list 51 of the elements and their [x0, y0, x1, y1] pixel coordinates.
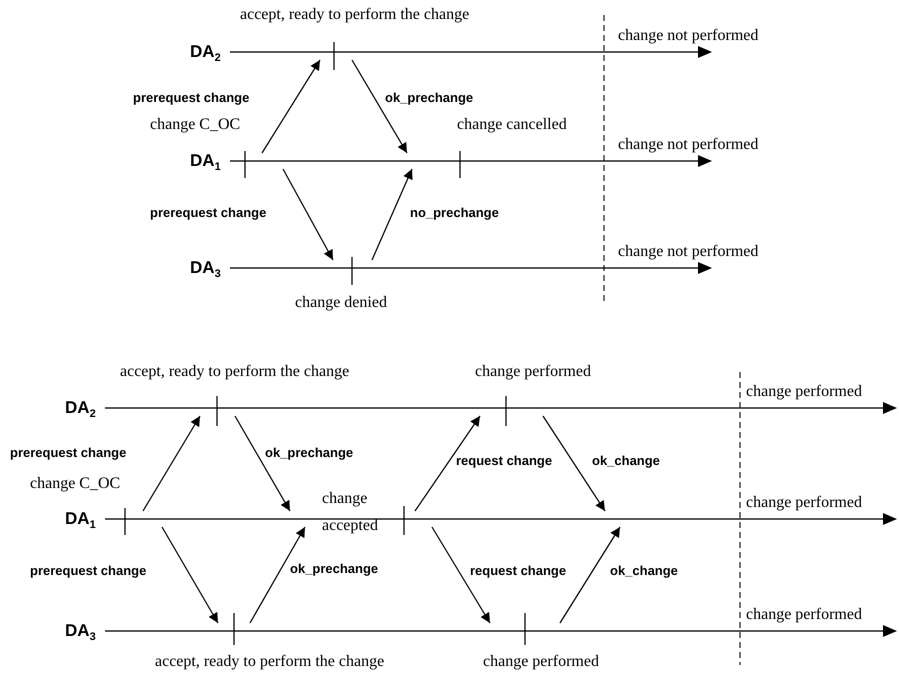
event-note: change C_OC: [30, 474, 120, 493]
message-label: ok_change: [610, 563, 678, 579]
message-label: no_prechange: [410, 205, 499, 221]
event-note: accept, ready to perform the change: [120, 362, 350, 381]
lifeline: [190, 44, 713, 60]
message-label: ok_prechange: [385, 90, 474, 106]
message-arrow: [351, 60, 408, 154]
message-arrow: [431, 526, 491, 624]
event-note: change denied: [295, 293, 387, 312]
message-label: ok_prechange: [265, 445, 354, 461]
lifeline-label: DA$_{3}$: [190, 260, 221, 276]
message-arrow: [542, 416, 606, 512]
event-note: change performed: [483, 652, 599, 671]
lifeline-label: DA$_{2}$: [190, 44, 221, 60]
lifeline-label: DA$_{1}$: [190, 153, 221, 169]
message-arrow: [560, 526, 620, 624]
message-arrow: [161, 526, 219, 624]
message-label: prerequest change: [10, 445, 126, 461]
message-arrow: [414, 416, 480, 512]
lifeline-label: DA$_{1}$: [65, 511, 96, 527]
state-label: change performed: [746, 605, 862, 624]
event-note: change accepted: [322, 489, 379, 536]
lifeline-label: DA$_{2}$: [65, 400, 96, 416]
event-note: accept, ready to perform the change: [240, 5, 470, 24]
message-label: request change: [470, 563, 566, 579]
lifeline: [190, 260, 713, 276]
lifeline-label: DA$_{3}$: [65, 623, 96, 639]
message-arrow: [142, 416, 201, 512]
lifeline: [65, 623, 898, 639]
message-label: request change: [456, 453, 552, 469]
lifeline: [65, 400, 898, 416]
state-label: change not performed: [618, 242, 758, 261]
message-arrow: [262, 60, 320, 154]
event-note: change cancelled: [457, 115, 567, 134]
message-label: prerequest change: [30, 563, 146, 579]
event-note: change performed: [475, 362, 591, 381]
message-label: ok_prechange: [290, 561, 378, 577]
message-arrow: [371, 168, 413, 260]
message-arrow: [282, 168, 334, 260]
message-arrow: [234, 416, 291, 512]
message-label: prerequest change: [133, 90, 250, 106]
state-label: change not performed: [618, 135, 758, 154]
state-label: change performed: [746, 493, 862, 512]
message-label: ok_change: [592, 453, 660, 469]
message-label: prerequest change: [150, 205, 266, 221]
state-label: change not performed: [618, 26, 758, 45]
message-arrow: [249, 526, 306, 624]
lifeline: [190, 153, 713, 169]
event-note: change C_OC: [150, 115, 240, 134]
event-note: accept, ready to perform the change: [155, 652, 384, 671]
state-label: change performed: [746, 382, 862, 401]
